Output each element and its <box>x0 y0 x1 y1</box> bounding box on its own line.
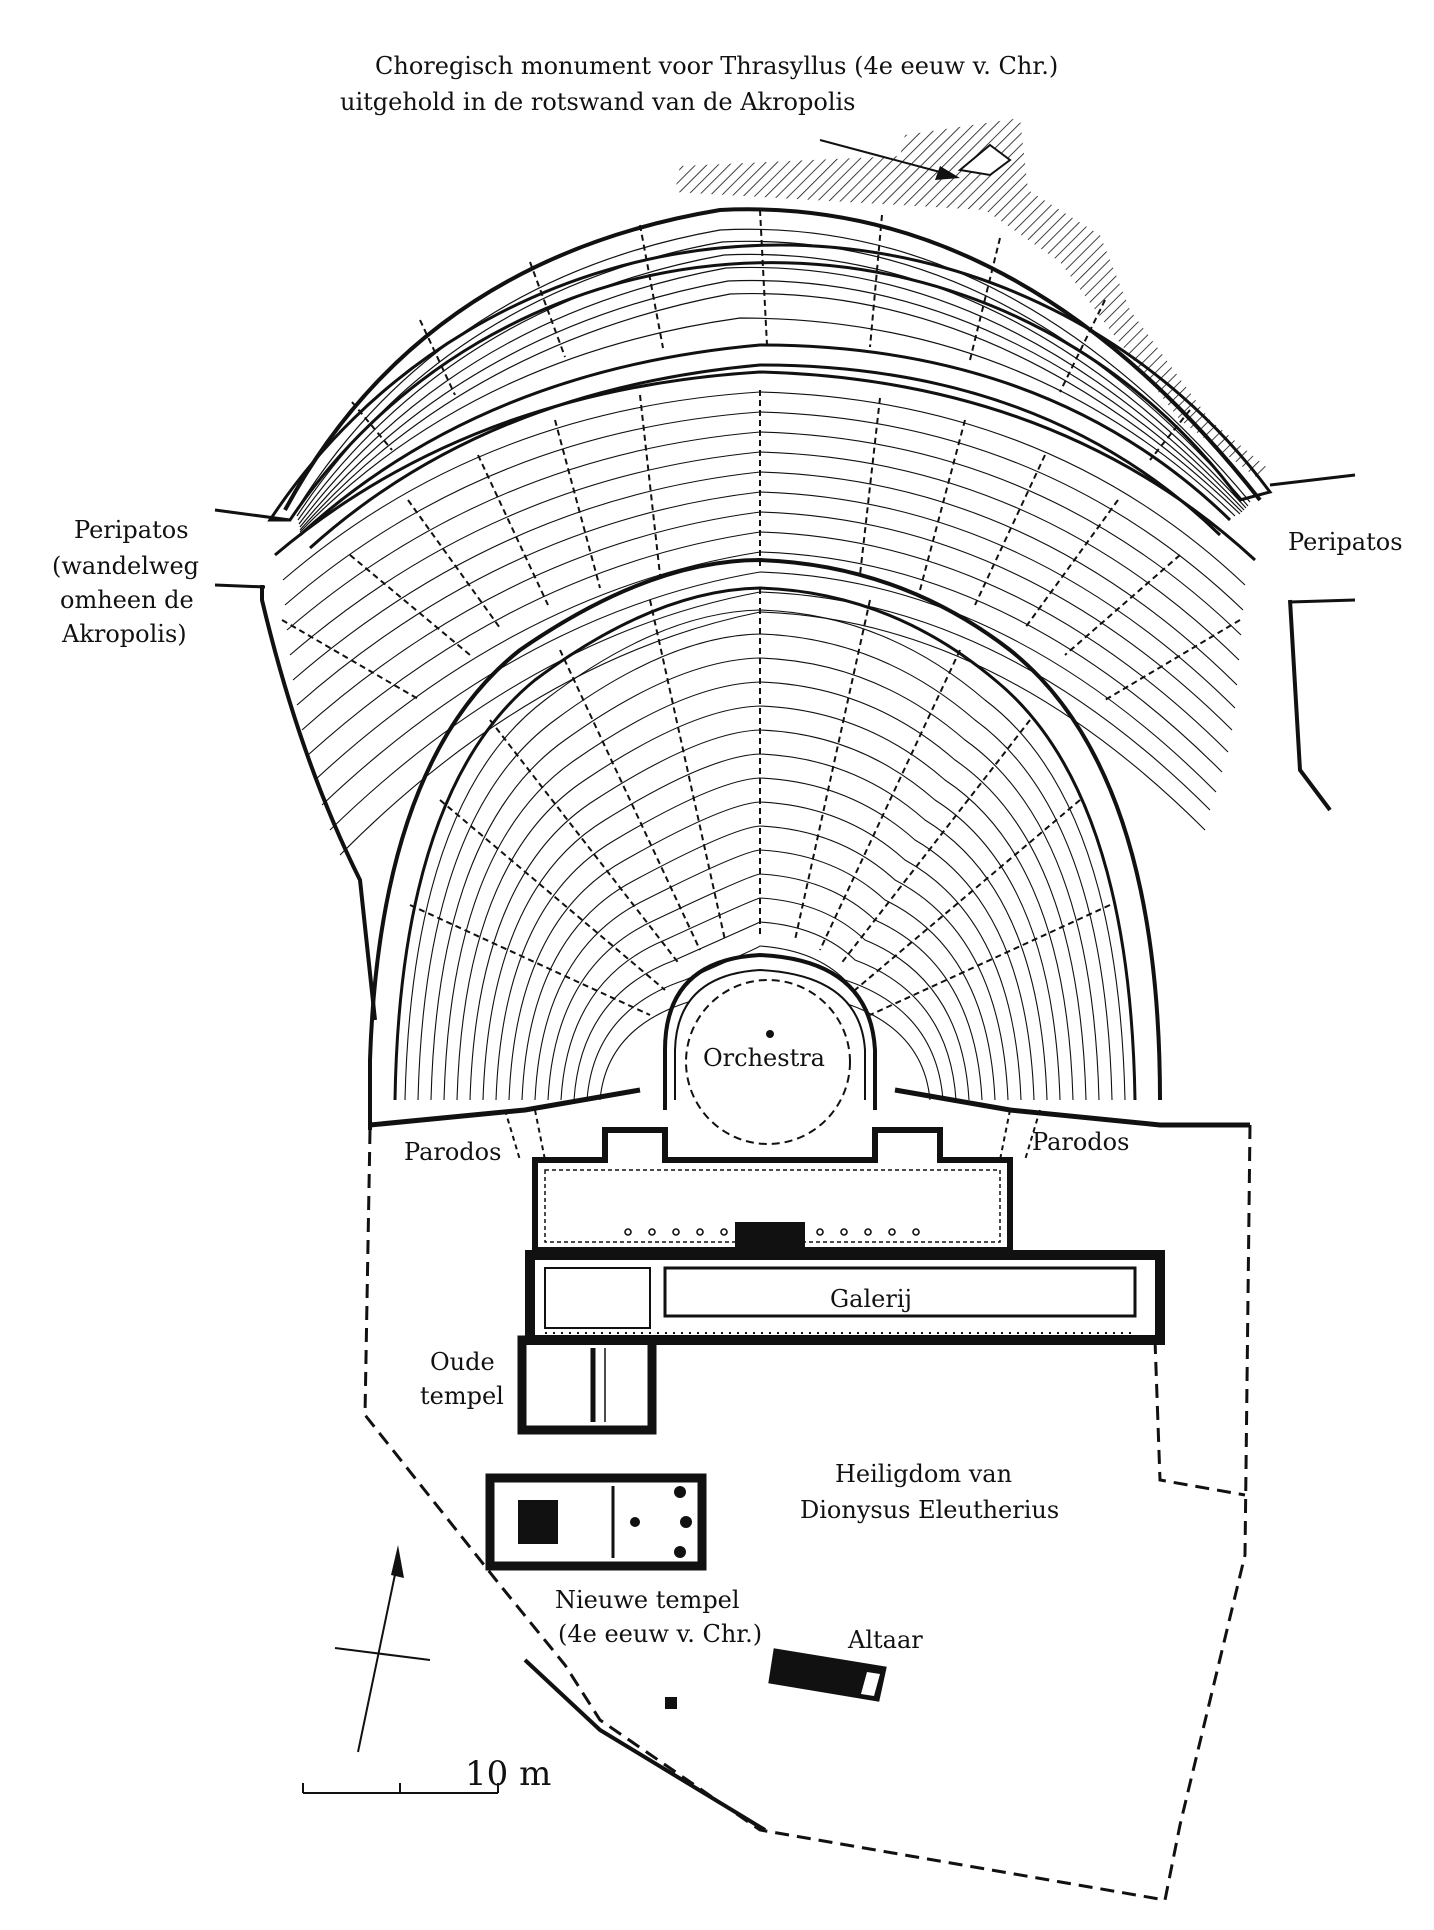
labels: Choregisch monument voor Thrasyllus (4e … <box>52 52 1403 1794</box>
nieuwe-tempel-line1: Nieuwe tempel <box>555 1586 740 1614</box>
orchestra-label: Orchestra <box>703 1044 825 1072</box>
oude-tempel-line2: tempel <box>420 1382 504 1410</box>
scale-label: 10 m <box>465 1754 551 1794</box>
nieuwe-tempel-line2: (4e eeuw v. Chr.) <box>558 1620 762 1648</box>
monument-label-line1: Choregisch monument voor Thrasyllus (4e … <box>375 52 1058 80</box>
monument-arrow <box>819 139 960 180</box>
upper-cavea <box>267 207 1273 550</box>
scale-bar <box>302 1783 499 1794</box>
peripatos-left-line4: Akropolis) <box>61 620 187 648</box>
peripatos-paths <box>214 473 1356 604</box>
peripatos-left-line1: Peripatos <box>74 516 189 544</box>
parodos-right-label: Parodos <box>1032 1128 1129 1156</box>
sanctuary-boundary <box>363 1124 1252 1902</box>
oude-tempel-line1: Oude <box>430 1348 495 1376</box>
peripatos-right-label: Peripatos <box>1288 528 1403 556</box>
north-arrow <box>334 1545 431 1753</box>
new-temple <box>485 1473 707 1571</box>
rock-face <box>675 118 1270 480</box>
heiligdom-line2: Dionysus Eleutherius <box>800 1496 1059 1524</box>
peripatos-left-line3: omheen de <box>60 586 194 614</box>
monument-label-line2: uitgehold in de rotswand van de Akropoli… <box>340 88 855 116</box>
galerij-label: Galerij <box>830 1285 912 1313</box>
old-temple <box>517 1335 657 1435</box>
altaar-label: Altaar <box>847 1626 923 1654</box>
skene <box>504 1109 1165 1345</box>
parodos-left-label: Parodos <box>404 1138 501 1166</box>
heiligdom-line1: Heiligdom van <box>835 1460 1012 1488</box>
peripatos-left-line2: (wandelweg <box>52 552 199 580</box>
altar <box>665 1648 887 1709</box>
orchestra <box>663 952 877 1145</box>
middle-cavea <box>260 370 1332 1021</box>
